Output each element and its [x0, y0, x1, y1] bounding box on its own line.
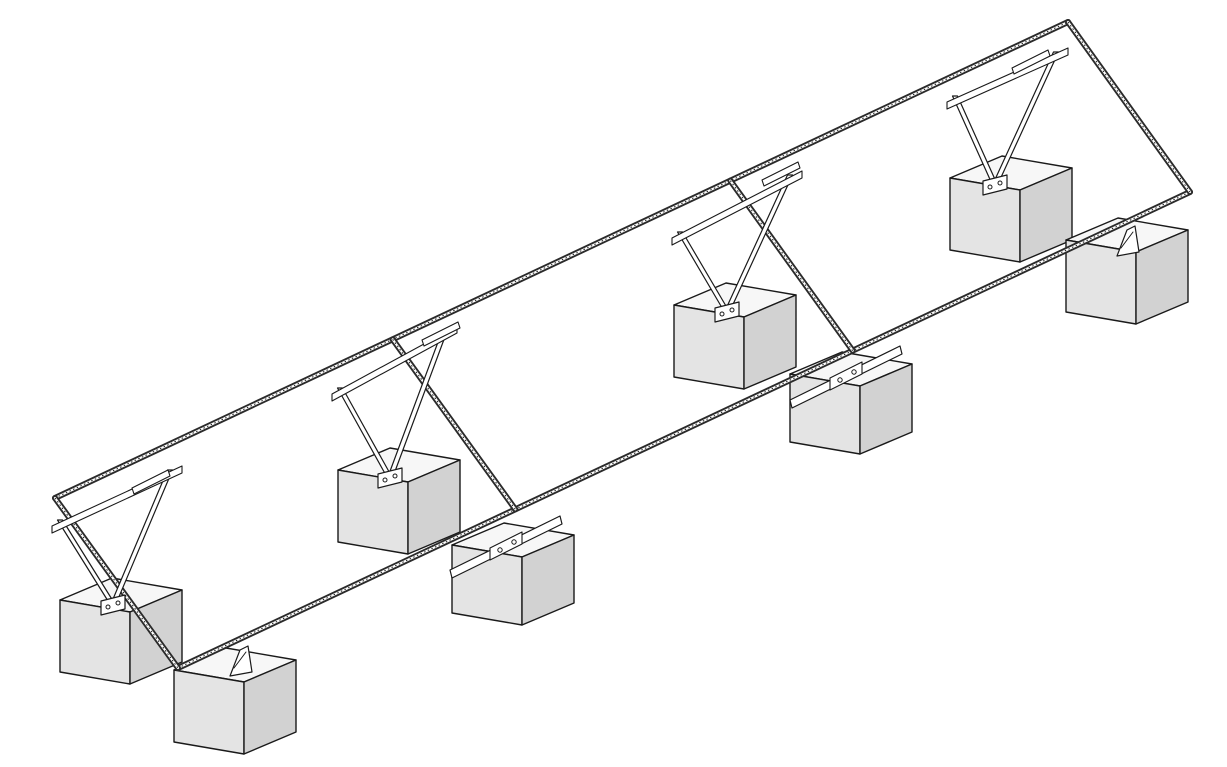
front-bracket: [1116, 225, 1140, 257]
rail-clip: [761, 161, 801, 187]
bracket-rib: [1120, 231, 1134, 249]
foot-bracket: [377, 467, 403, 489]
clamp-plate: [829, 361, 863, 391]
ballast-side-face: [859, 363, 913, 455]
rail-clip: [131, 469, 171, 495]
ballast-side-face: [1135, 229, 1189, 325]
ballast-side-face: [407, 459, 461, 555]
bolt: [729, 307, 735, 313]
top-rail-texture: [54, 21, 1069, 499]
front-mounts: [229, 225, 1140, 677]
bolt: [719, 311, 725, 317]
bracket-rib: [233, 651, 247, 669]
foot-bracket: [714, 301, 740, 323]
bolt: [105, 604, 111, 610]
panel-edge-texture: [1067, 21, 1191, 193]
ballast-front-face: [59, 599, 131, 685]
joint-clamp: [789, 345, 903, 409]
ballast-block: [59, 577, 183, 685]
front-bracket: [229, 645, 253, 677]
bottom-rail-highlight: [176, 190, 1192, 670]
panel-frames: [52, 19, 1193, 671]
rear-strut: [946, 47, 1069, 196]
foot-bracket: [982, 174, 1008, 196]
ballast-front-face: [173, 669, 245, 755]
bolt: [382, 477, 388, 483]
rail-clamp: [946, 47, 1069, 110]
bottom-joint-clamps: [449, 345, 903, 579]
ballast-block: [1065, 217, 1189, 325]
clip-body: [131, 469, 171, 495]
panel-edge-texture: [729, 180, 854, 351]
ballast-block: [949, 155, 1073, 263]
front-bracket-plate: [1116, 225, 1140, 257]
rail-clip: [421, 321, 461, 347]
joint-clamp: [449, 515, 563, 579]
ballast-side-face: [743, 294, 797, 390]
bolt: [497, 547, 503, 553]
clip-body: [421, 321, 461, 347]
clamp-plate: [489, 531, 523, 561]
bolt: [851, 369, 857, 375]
rear-strut: [671, 170, 803, 323]
bolt: [837, 377, 843, 383]
panel-edge-texture: [54, 497, 179, 669]
bolt: [392, 473, 398, 479]
ballast-side-face: [521, 534, 575, 626]
ballast-block: [173, 647, 297, 755]
bolt: [115, 600, 121, 606]
clip-body: [1011, 49, 1051, 75]
top-rail-clips: [131, 49, 1051, 495]
clip-body: [761, 161, 801, 187]
ballast-block: [337, 447, 461, 555]
bolt: [997, 180, 1003, 186]
bolt: [987, 184, 993, 190]
rear-supports: [51, 47, 1069, 616]
front-bracket-plate: [229, 645, 253, 677]
rail-clip: [1011, 49, 1051, 75]
panel-edge-texture: [392, 339, 516, 510]
ballast-side-face: [243, 659, 297, 755]
rail-clamp: [671, 170, 803, 246]
foot-bracket: [100, 594, 126, 616]
bolt: [511, 539, 517, 545]
